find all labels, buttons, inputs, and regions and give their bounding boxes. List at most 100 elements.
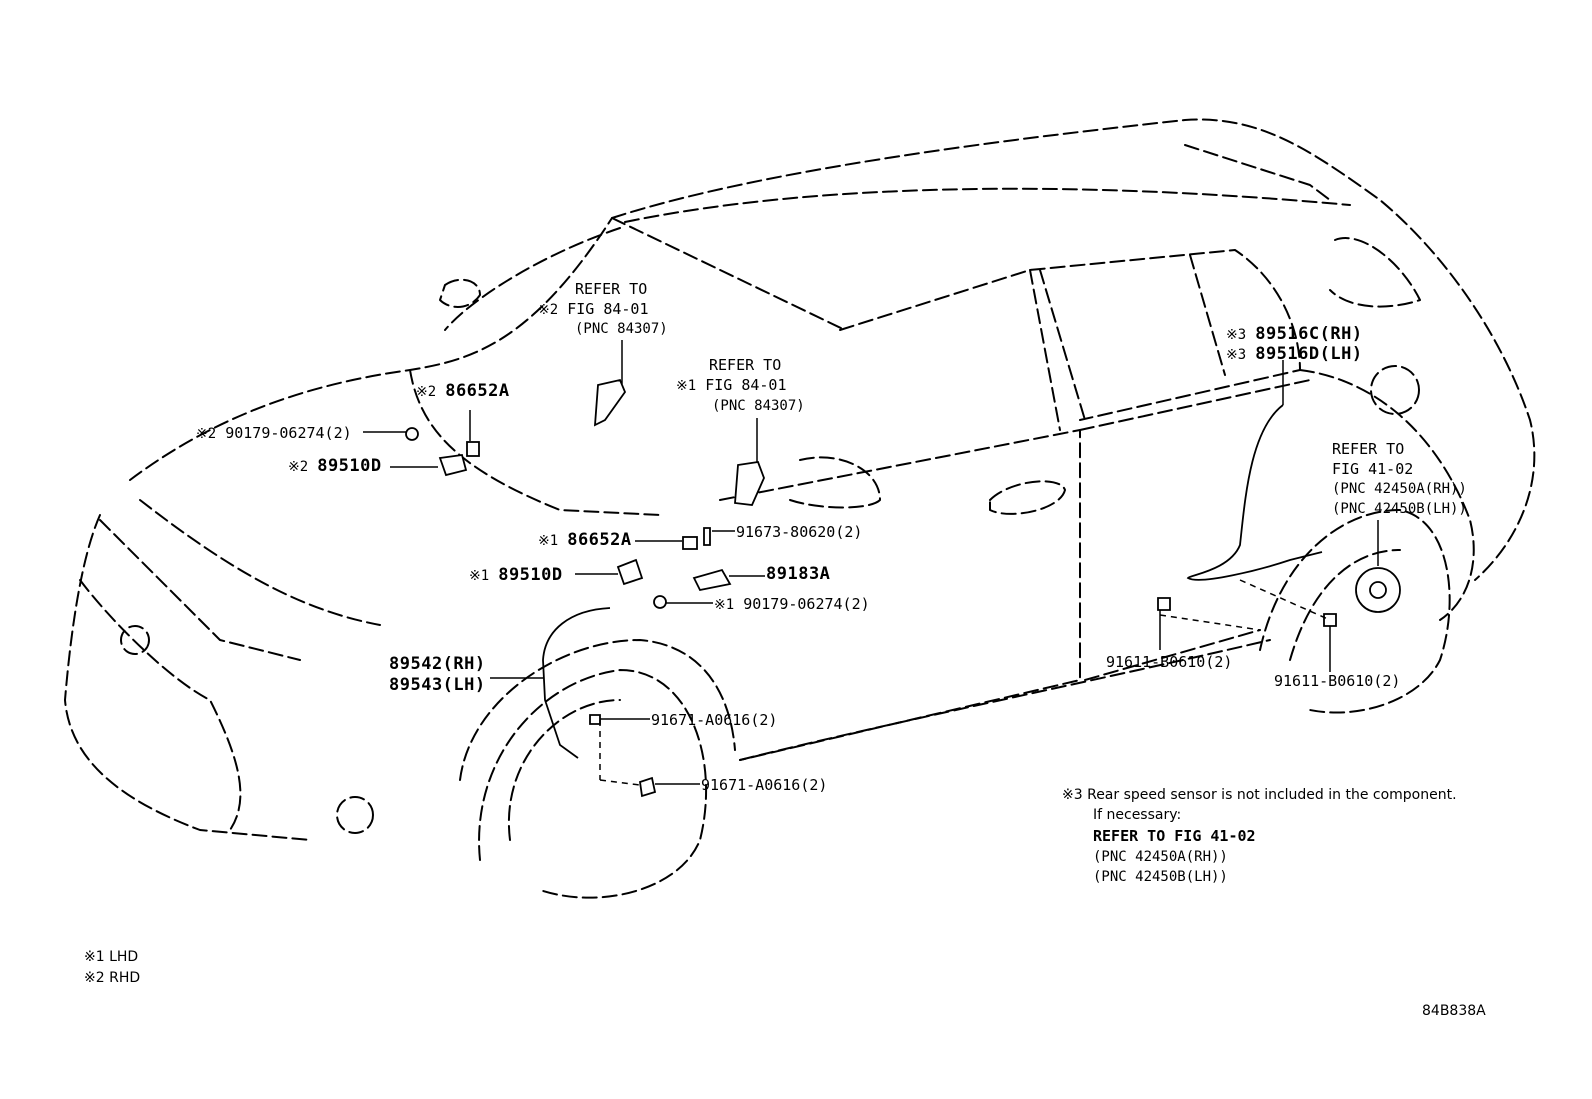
bracket-89183a [692,568,732,592]
note-rear-speed-sensor: ※3 Rear speed sensor is not included in … [1062,786,1457,804]
part-mark: ※3 [1226,347,1247,363]
part-label-91671-upper: 91671-A0616(2) [651,711,777,729]
note-line-2: If necessary: [1093,807,1182,823]
part-code: 89510D [317,456,382,476]
part-label-91611-right: 91611-B0610(2) [1274,672,1400,690]
door-handle [989,480,1066,515]
callout-refer-84-01-rhd: REFER TO [575,280,647,298]
part-code: 91671-A0616(2) [701,776,828,794]
callout-line-1: REFER TO [575,280,648,298]
part-label-91673: 91673-80620(2) [736,523,862,541]
callout-refer-84-01-lhd-fig: ※1 FIG 84-01 [676,376,786,395]
note-line-1: Rear speed sensor is not included in the… [1087,787,1457,803]
part-mark: ※2 [416,384,437,400]
bolt-91671-lower [639,776,657,798]
part-label-86652a-rhd: ※2 86652A [416,382,510,401]
part-label-89542-rh: 89542(RH) [389,655,486,673]
part-mark: ※1 [538,533,559,549]
part-label-91671-lower: 91671-A0616(2) [701,776,827,794]
front-wheel-arch [459,639,736,781]
bolt-91611-left [1157,597,1171,611]
sensor-89510d-rhd [438,454,468,477]
callout-refer-41-02: REFER TO FIG 41-02 (PNC 42450A(RH)) (PNC… [1332,440,1467,518]
sensor-89510d-lhd [616,558,644,586]
part-code: 89516D(LH) [1255,344,1363,364]
roof-outline [611,118,1536,581]
grille-outline [79,579,242,831]
rear-speed-sensor-harness [1186,404,1323,581]
part-label-89510d-lhd: ※1 89510D [469,566,563,585]
callout-line-4: (PNC 42450B(LH)) [1332,501,1467,517]
nut-90179-rhd [405,427,419,441]
callout-refer-84-01-rhd-fig: ※2 FIG 84-01 [538,300,648,319]
part-code: 89543(LH) [389,675,486,695]
callout-line-2: FIG 41-02 [1332,460,1414,478]
part-label-89516d-lh: ※3 89516D(LH) [1226,345,1363,364]
fog-light-outline [336,796,374,834]
part-code: 91611-B0610(2) [1274,672,1401,690]
rear-quarter-outline [1299,369,1475,621]
legend-rhd: ※2 RHD [84,970,141,986]
part-code: 91611-B0610(2) [1106,653,1233,671]
part-label-90179-rhd: ※2 90179-06274(2) [196,424,352,443]
taillight-outline [1329,237,1421,308]
part-code: 91671-A0616(2) [651,711,778,729]
side-window-outline [839,249,1301,421]
part-label-89543-lh: 89543(LH) [389,676,486,694]
windshield-outline [611,217,846,331]
part-label-90179-lhd: ※1 90179-06274(2) [714,595,870,614]
yaw-sensor-bracket-rhd [593,378,627,427]
callout-line-2: FIG 84-01 [567,300,649,318]
nut-90179-lhd [653,595,667,609]
part-code: 89510D [498,565,563,585]
part-label-89516c-rh: ※3 89516C(RH) [1226,325,1363,344]
note-line-4: (PNC 42450A(RH)) [1093,849,1228,865]
part-label-91611-left: 91611-B0610(2) [1106,653,1232,671]
part-code: 89183A [766,564,831,584]
part-mark: ※3 [1226,327,1247,343]
mirror-outline [789,456,881,509]
part-mark: ※2 [196,426,217,442]
part-code: 86652A [567,530,632,550]
callout-refer-84-01-lhd-pnc: (PNC 84307) [712,397,805,415]
yaw-sensor-bracket-lhd [734,461,765,506]
part-code: 91673-80620(2) [736,523,863,541]
part-mark: ※1 [714,597,735,613]
part-label-89183a: 89183A [766,565,830,583]
part-code: 90179-06274(2) [225,424,352,442]
callout-line-1: REFER TO [1332,440,1405,458]
headlight-outline [99,519,301,661]
roof-rail [624,187,1351,223]
legend-lhd: ※1 LHD [84,949,139,965]
connector-86652a-lhd [682,536,698,550]
bolt-91611-right [1323,613,1337,627]
callout-refer-84-01-lhd: REFER TO [709,356,781,374]
bolt-91673 [703,527,711,546]
part-mark: ※1 [469,568,490,584]
front-wheel [478,669,708,899]
part-code: 89516C(RH) [1255,324,1363,344]
note-mark: ※3 [1062,787,1083,803]
callout-refer-84-01-rhd-pnc: (PNC 84307) [575,320,668,338]
callout-line-1: REFER TO [709,356,782,374]
front-speed-sensor-harness [542,607,611,759]
part-label-89510d-rhd: ※2 89510D [288,457,382,476]
part-code: 89542(RH) [389,654,486,674]
rear-spoiler [1184,144,1331,201]
callout-line-3: (PNC 84307) [712,398,805,414]
rear-wheel [1259,509,1451,714]
note-line-5: (PNC 42450B(LH)) [1093,869,1228,885]
callout-mark: ※2 [538,302,559,318]
part-code: 90179-06274(2) [743,595,870,613]
callout-line-3: (PNC 84307) [575,321,668,337]
part-label-86652a-lhd: ※1 86652A [538,531,632,550]
part-code: 86652A [445,381,510,401]
bolt-91671-upper [589,714,601,725]
part-mark: ※2 [288,459,309,475]
front-bumper-outline [64,514,311,841]
callout-line-3: (PNC 42450A(RH)) [1332,481,1467,497]
callout-mark: ※1 [676,378,697,394]
note-line-3: REFER TO FIG 41-02 [1093,827,1256,845]
connector-86652a-rhd [466,441,480,457]
